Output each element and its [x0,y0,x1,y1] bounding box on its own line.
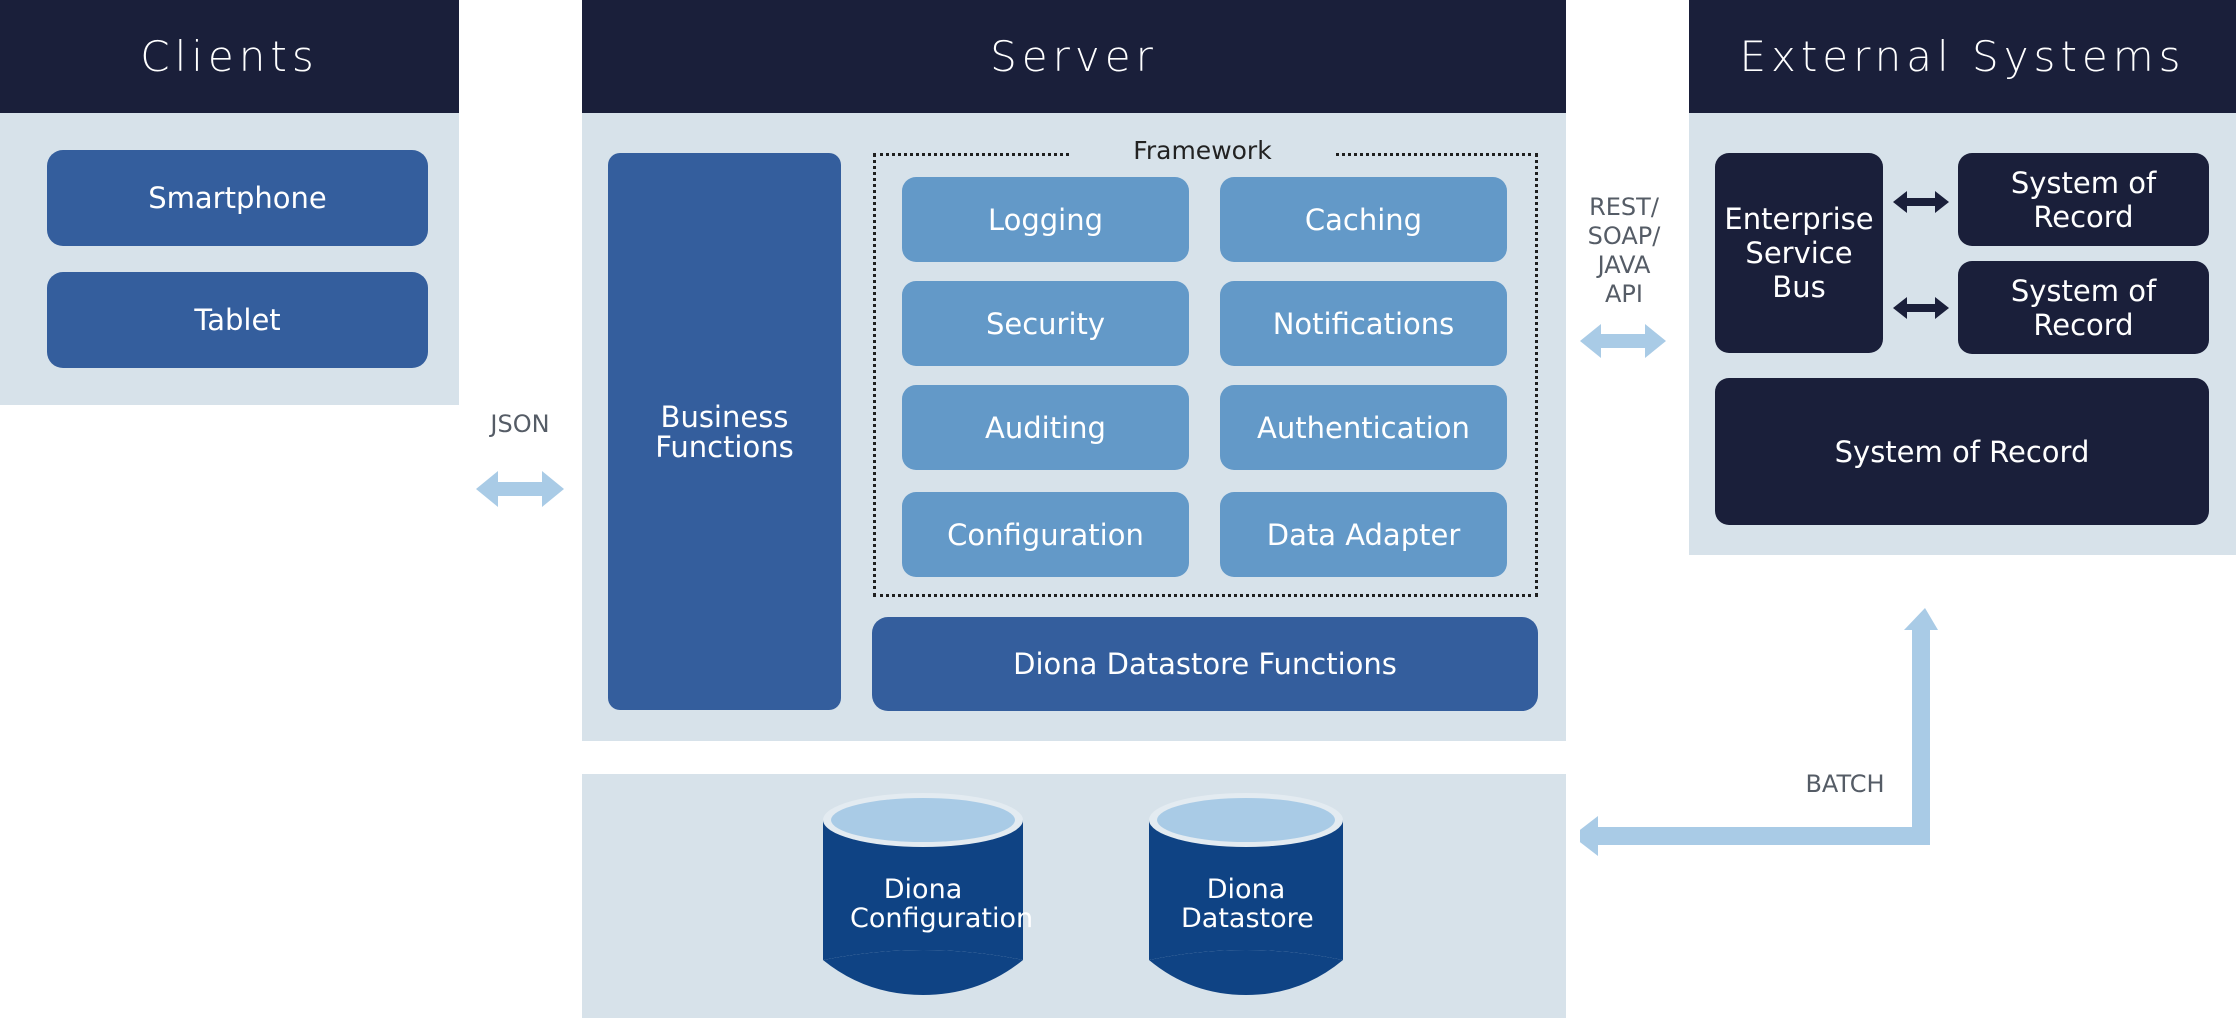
data-adapter-box[interactable]: Data Adapter [1220,492,1507,577]
tablet-box[interactable]: Tablet [47,272,428,368]
external-systems-header: External Systems [1689,0,2236,113]
datastore-functions-box[interactable]: Diona Datastore Functions [872,617,1538,711]
system-of-record-1-box[interactable]: System of Record [1958,153,2209,246]
business-functions-box[interactable]: Business Functions [608,153,841,710]
notifications-box[interactable]: Notifications [1220,281,1507,366]
data-adapter-label: Data Adapter [1266,517,1461,552]
smartphone-box[interactable]: Smartphone [47,150,428,246]
database-panel [582,774,1566,1018]
system-of-record-3-label: System of Record [1834,434,2090,469]
enterprise-service-bus-label: Enterprise Service Bus [1724,202,1874,304]
caching-label: Caching [1304,202,1423,237]
batch-label: BATCH [1805,770,1885,798]
system-of-record-3-box[interactable]: System of Record [1715,378,2209,525]
rest-double-arrow-icon [1580,324,1666,358]
diona-configuration-cylinder-icon [823,793,1023,995]
rest-soap-java-api-label: REST/ SOAP/ JAVA API [1587,193,1661,308]
clients-header-text: Clients [140,32,319,81]
clients-header: Clients [0,0,459,113]
framework-label: Framework [1070,136,1335,165]
server-header-text: Server [990,32,1158,81]
batch-elbow-arrow-icon [1580,608,1938,856]
server-header: Server [582,0,1566,113]
authentication-label: Authentication [1257,410,1470,445]
smartphone-label: Smartphone [148,181,327,215]
security-label: Security [985,306,1106,341]
system-of-record-2-label: System of Record [2010,273,2157,342]
configuration-box[interactable]: Configuration [902,492,1189,577]
security-box[interactable]: Security [902,281,1189,366]
enterprise-service-bus-box[interactable]: Enterprise Service Bus [1715,153,1883,353]
esb-double-arrow-1-icon [1893,191,1949,213]
datastore-functions-label: Diona Datastore Functions [1013,647,1397,681]
json-label: JSON [490,410,550,438]
logging-label: Logging [987,202,1104,237]
logging-box[interactable]: Logging [902,177,1189,262]
esb-double-arrow-2-icon [1893,297,1949,319]
system-of-record-2-box[interactable]: System of Record [1958,261,2209,354]
notifications-label: Notifications [1272,306,1455,341]
business-functions-label: Business Functions [655,399,794,464]
auditing-label: Auditing [985,410,1106,445]
caching-box[interactable]: Caching [1220,177,1507,262]
diona-datastore-label: Diona Datastore [1181,874,1314,934]
diona-datastore-cylinder-icon [1149,793,1343,995]
tablet-label: Tablet [194,303,281,337]
configuration-label: Configuration [947,517,1144,552]
diona-configuration-label: Diona Configuration [850,874,1034,934]
authentication-box[interactable]: Authentication [1220,385,1507,470]
external-systems-header-text: External Systems [1739,32,2186,81]
auditing-box[interactable]: Auditing [902,385,1189,470]
json-double-arrow-icon [476,471,564,507]
system-of-record-1-label: System of Record [2010,165,2157,234]
